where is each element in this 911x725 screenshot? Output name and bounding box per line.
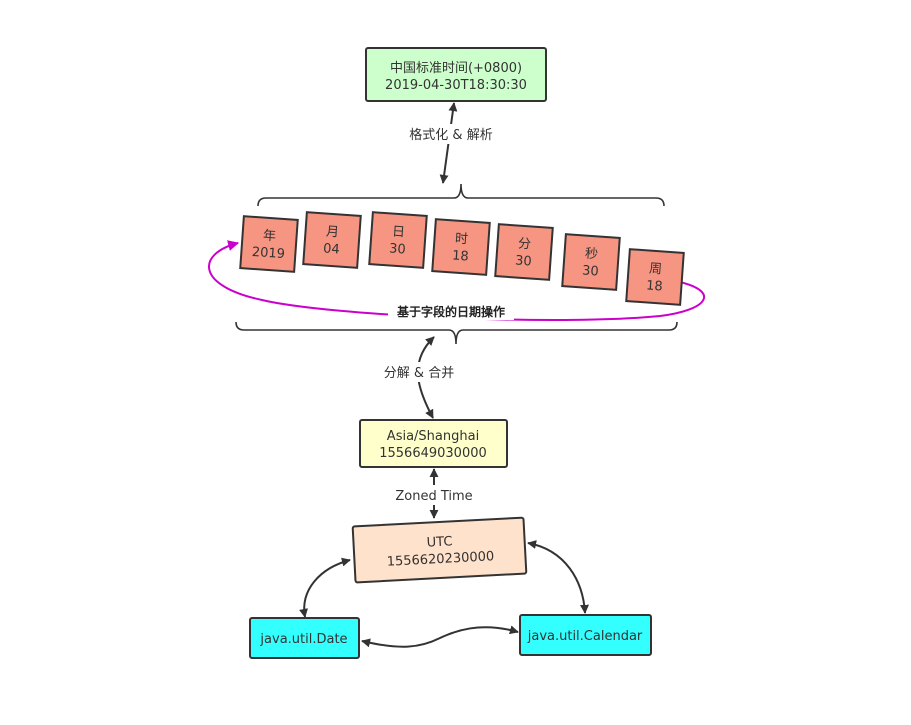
field-box-hour: 时 18 [431,218,491,276]
field-ops-label: 基于字段的日期操作 [396,304,505,319]
field-box-minute: 分 30 [494,223,554,281]
java-calendar-node: java.util.Calendar [519,614,652,656]
standard-time-value: 2019-04-30T18:30:30 [385,78,527,93]
utc-node: UTC 1556620230000 [351,516,528,584]
field-month-label: 月 [326,225,340,241]
format-parse-label: 格式化 & 解析 [409,127,492,143]
field-year-label: 年 [263,229,277,245]
field-hour-label: 时 [455,232,469,248]
field-box-second: 秒 30 [561,233,621,291]
zone-label: Asia/Shanghai [387,429,479,444]
field-minute-value: 30 [515,253,533,269]
field-ops-label-bg [388,302,514,320]
standard-time-node: 中国标准时间(+0800) 2019-04-30T18:30:30 [365,47,547,102]
field-second-value: 30 [582,263,600,279]
date-calendar-arrow [361,625,519,648]
field-second-label: 秒 [585,247,599,263]
field-day-value: 30 [389,241,407,257]
utc-calendar-arrow [527,540,589,614]
field-box-year: 年 2019 [239,215,299,273]
field-week-value: 18 [646,278,664,294]
field-week-label: 周 [649,262,663,278]
split-merge-label-bg [378,362,460,382]
bottom-brace [235,321,678,345]
java-date-node: java.util.Date [249,617,360,659]
zoned-time-label-bg [390,485,476,505]
field-hour-value: 18 [452,248,470,264]
field-day-label: 日 [392,225,406,241]
field-box-day: 日 30 [368,211,428,269]
field-month-value: 04 [323,241,341,257]
utc-value: 1556620230000 [386,549,494,570]
format-parse-label-bg [404,124,496,144]
standard-time-label: 中国标准时间(+0800) [390,61,522,76]
java-date-label: java.util.Date [259,632,347,647]
zone-node: Asia/Shanghai 1556649030000 [359,419,508,468]
zone-value: 1556649030000 [379,446,487,461]
top-brace [257,183,665,207]
field-year-value: 2019 [251,245,285,262]
field-box-week: 周 18 [625,248,685,306]
utc-date-arrow [299,557,351,618]
split-merge-label: 分解 & 合并 [384,366,454,381]
field-minute-label: 分 [518,237,532,253]
zoned-time-label: Zoned Time [395,489,472,504]
field-box-month: 月 04 [302,211,362,269]
java-calendar-label: java.util.Calendar [527,629,643,644]
utc-label: UTC [426,534,453,550]
